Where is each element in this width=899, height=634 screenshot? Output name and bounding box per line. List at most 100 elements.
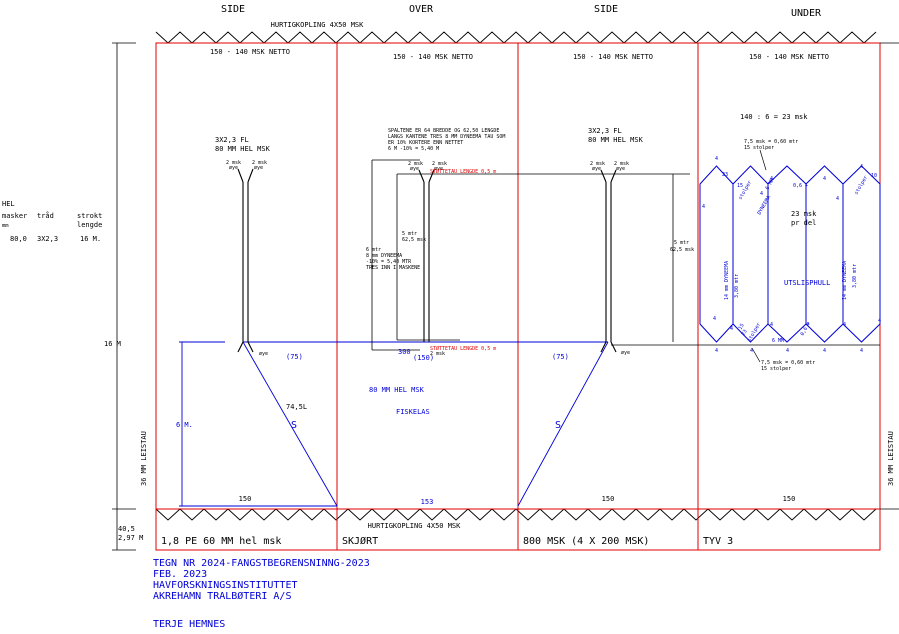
marker-four: 4	[715, 156, 718, 162]
title-line-2: FEB. 2023	[153, 569, 207, 580]
title-line-4: AKREHAMN TRALBØTERI A/S	[153, 590, 291, 602]
panel2-six-2: 8 mm DYNEEMA	[366, 253, 402, 259]
marker-four: 4	[823, 348, 826, 354]
panel2-n150: (150)	[413, 354, 434, 362]
panel4-dyneema-top: DYNEEMA	[757, 195, 773, 216]
panel2-dim-625: 62,5 msk	[402, 237, 426, 243]
panel4-n23-bot: 23	[741, 329, 749, 337]
spec-header-traad: tråd	[37, 211, 54, 220]
netto-label-1: 150 - 140 MSK NETTO	[210, 48, 290, 56]
netto-label-2: 150 - 140 MSK NETTO	[393, 53, 473, 61]
coupling-bottom-label: HURTIGKOPLING 4X50 MSK	[368, 522, 462, 530]
bottom-count-1: 150	[239, 495, 252, 503]
bottom-row-label-2: SKJØRT	[342, 535, 378, 547]
dim-bottom-b: 2,97 M	[118, 534, 143, 542]
panel3-fl: 3X2,3 FL	[588, 127, 622, 135]
panel4-n10: 10	[871, 173, 877, 179]
panel3-dim-5mtr: 5 mtr	[674, 240, 689, 246]
diamond-cell	[805, 165, 844, 343]
panel2-msk-b: 2 msk	[432, 161, 447, 167]
panel1-oye-bottom: øye	[259, 351, 268, 357]
panel4-n15-bot: 15	[738, 323, 746, 331]
panel2-six-3: -10% = 5,40 MTR	[366, 259, 412, 265]
panel3-spalte	[600, 169, 617, 353]
panel3-oye-a: øye	[592, 166, 601, 172]
panel3-diagonal	[517, 341, 609, 507]
panel3-oye-b: øye	[616, 166, 625, 172]
bottom-row-label-4: TYV 3	[703, 536, 733, 547]
marker-four: 4	[836, 196, 839, 202]
panel3-msk-a: 2 msk	[590, 161, 605, 167]
panel4-dyn14-left: 14 mm DYNEEMA	[724, 261, 730, 300]
panel3-s: S	[555, 420, 561, 431]
title-line-5: TERJE HEMNES	[153, 619, 225, 630]
marker-four: 4	[770, 322, 773, 328]
panel1-spalte	[237, 168, 254, 353]
diamond-cell	[842, 165, 881, 343]
panel1-oye-b: øye	[254, 165, 263, 171]
panel2-note-2: LANGS KANTENE TRES 8 MM DYNEEMA TAU SOM	[388, 134, 505, 140]
panel3-mesh: 80 MM HEL MSK	[588, 136, 644, 144]
panel2-note-3: ER 10% KORTERE ENN NETTET	[388, 140, 463, 146]
zigzag-path	[155, 31, 877, 44]
panel3-oye-bottom: øye	[621, 350, 630, 356]
panel3-msk-b: 2 msk	[614, 161, 629, 167]
panel2-spalte	[418, 169, 435, 342]
section-label-over: OVER	[409, 4, 434, 15]
dim-leistau-left: 36 MM LEISTAU	[140, 431, 148, 486]
spec-header-mm: mm	[2, 223, 9, 229]
panel2-msk-c: 2 msk	[430, 351, 445, 357]
panel4-msk23-1: 23 msk	[791, 210, 817, 218]
panel4-n6mm-bot: 6 MM	[772, 338, 784, 344]
marker-four: 4	[715, 348, 718, 354]
panel3-n75: (75)	[552, 353, 569, 361]
netto-label-3: 150 - 140 MSK NETTO	[573, 53, 653, 61]
panel1-oye-a: øye	[229, 165, 238, 171]
panel2-dim-5mtr: 5 mtr	[402, 231, 417, 237]
panel4-dyn14-right: 14 mm DYNEEMA	[842, 261, 848, 300]
bottom-row-label-1: 1,8 PE 60 MM hel msk	[161, 536, 281, 547]
panel4-dyn14-left-len: 3,80 mtr	[734, 274, 740, 298]
marker-four: 4	[806, 322, 809, 328]
panel4-msk23-2: pr del	[791, 219, 816, 227]
spec-val-masker: 80,0	[10, 235, 27, 243]
diamond-cell	[767, 165, 807, 343]
panel1-mesh: 80 MM HEL MSK	[215, 145, 271, 153]
zigzag-top	[155, 31, 877, 44]
panel4-diamond-net	[699, 165, 881, 343]
bottom-count-3: 150	[602, 495, 615, 503]
panel2-oye-b: øye	[434, 166, 443, 172]
marker-four: 4	[750, 348, 753, 354]
marker-four: 4	[702, 204, 705, 210]
panel4-stolper-top-1: 7,5 msk = 0,60 mtr	[744, 139, 798, 145]
marker-four: 4	[860, 164, 863, 170]
marker-four: 4	[843, 322, 846, 328]
marker-four: 4	[786, 348, 789, 354]
dim-left-6m: 6 M.	[176, 421, 193, 429]
netto-label-4: 150 - 140 MSK NETTO	[749, 53, 829, 61]
panel1-n75: (75)	[286, 353, 303, 361]
coupling-top-label: HURTIGKOPLING 4X50 MSK	[271, 21, 365, 29]
title-line-3: HAVFORSKNINGSINSTITUTTET	[153, 580, 298, 591]
marker-four: 4	[730, 326, 733, 332]
title-line-1: TEGN NR 2024-FANGSTBEGRENSNINNG-2023	[153, 558, 370, 569]
panel1-diagonal	[242, 341, 338, 507]
panel2-six-4: TRES INN I MASKENE	[366, 265, 420, 271]
diamond-cell	[699, 165, 734, 343]
panel4-n6mm-top: 6 MM	[765, 178, 776, 191]
panel2-six-1: 6 mtr	[366, 247, 381, 253]
panel2-stottetau-top: STØTTETAU LENGDE 0,5 m	[430, 168, 496, 175]
panel4-leader-bot	[751, 347, 761, 363]
panel4-stolper-right: stolper	[854, 175, 870, 196]
dim-bottom-a: 40,5	[118, 525, 135, 533]
bottom-count-4: 150	[783, 495, 796, 503]
spec-header-strokt: strokt	[77, 212, 102, 220]
left-dimension	[112, 42, 136, 551]
panel4-stolper-bot-2: 15 stolper	[761, 366, 791, 372]
panel4-leader-top	[759, 149, 767, 171]
panel4-utlisp: UTSLISPHULL	[784, 279, 830, 287]
section-label-side-right: SIDE	[594, 4, 618, 15]
bottom-count-2: 153	[421, 498, 434, 506]
panel2-frame-lines	[371, 159, 690, 351]
